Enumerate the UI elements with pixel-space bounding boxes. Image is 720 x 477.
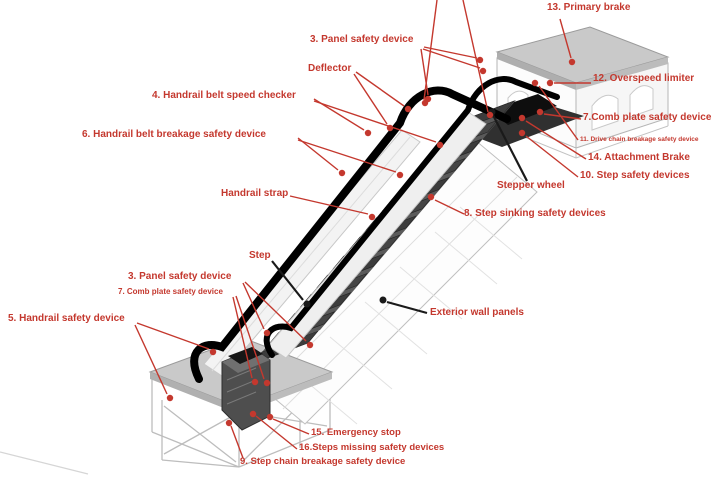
truss-exterior-wall <box>242 139 538 425</box>
leader-line-panel-safety-lower <box>242 282 265 330</box>
leader-line-top-edge <box>462 0 489 113</box>
leader-line-primary-brake <box>559 18 572 59</box>
leader-dot-panel-safety-top <box>479 67 487 75</box>
leader-dot-step-safety-devices <box>518 129 526 137</box>
leader-line-handrail-safety <box>136 322 210 350</box>
handrail-far <box>263 76 560 358</box>
floor-line <box>0 451 89 475</box>
leader-dot-handrail-belt-breakage <box>338 169 346 177</box>
lower-machine-block <box>221 347 271 431</box>
leader-line-handrail-speed-checker <box>313 100 437 143</box>
handrail-near <box>190 86 511 383</box>
leader-line-panel-safety-top <box>422 48 481 69</box>
leader-line-handrail-belt-breakage <box>297 139 397 173</box>
leader-line-comb-plate-lower <box>232 296 253 379</box>
leader-line-steps-missing <box>255 415 298 450</box>
lower-platform-frame <box>151 373 331 468</box>
leader-dot-step <box>303 300 311 308</box>
leader-line-emergency-stop <box>272 418 310 435</box>
leader-dot-handrail-speed-checker <box>436 141 444 149</box>
leader-line-deflector <box>353 73 388 125</box>
leader-dot-step-chain-breakage <box>225 419 233 427</box>
leader-dot-handrail-strap <box>368 213 376 221</box>
leader-dot-top-edge <box>421 99 429 107</box>
leader-dot-top-edge <box>486 111 494 119</box>
leader-dot-handrail-safety <box>209 348 217 356</box>
leader-dot-attachment-brake <box>518 114 526 122</box>
leader-dot-handrail-speed-checker <box>364 129 372 137</box>
leader-line-attachment-brake <box>525 120 587 160</box>
leader-line-handrail-belt-breakage <box>297 137 339 171</box>
leader-dot-steps-missing <box>249 410 257 418</box>
leader-dot-panel-safety-lower <box>263 329 271 337</box>
leader-line-step-sinking <box>434 199 465 215</box>
leader-line-step-chain-breakage <box>230 425 244 459</box>
leader-line-panel-safety-lower <box>244 281 307 342</box>
leader-line-stepper-wheel <box>492 114 528 182</box>
leader-line-top-edge <box>423 0 438 101</box>
leader-line-step-safety-devices <box>525 135 579 178</box>
leader-lines <box>134 0 591 459</box>
leader-dot-handrail-belt-breakage <box>396 171 404 179</box>
leader-line-handrail-strap <box>289 195 369 215</box>
leader-dot-primary-brake <box>568 58 576 66</box>
leader-line-step <box>271 260 304 301</box>
leader-line-comb-plate-right <box>543 113 582 120</box>
leader-dot-deflector <box>404 105 412 113</box>
leader-dot-comb-plate-right <box>536 108 544 116</box>
leader-dot-panel-safety-lower <box>306 341 314 349</box>
leader-line-drive-chain-breakage <box>538 85 579 141</box>
leader-dot-exterior-wall-panels <box>379 296 387 304</box>
leader-dot-emergency-stop <box>266 413 274 421</box>
leader-line-panel-safety-top <box>423 46 478 59</box>
leader-dot-handrail-safety <box>166 394 174 402</box>
leader-line-exterior-wall-panels <box>386 300 428 315</box>
leader-dot-comb-plate-lower <box>263 379 271 387</box>
leader-dot-drive-chain-breakage <box>531 79 539 87</box>
leader-dot-panel-safety-top <box>476 56 484 64</box>
leader-line-deflector <box>355 71 405 107</box>
leader-dot-comb-plate-lower <box>251 378 259 386</box>
leader-dot-overspeed-limiter <box>546 79 554 87</box>
leader-line-comb-plate-lower <box>235 295 265 380</box>
leader-dot-step-sinking <box>427 193 435 201</box>
leader-line-panel-safety-top <box>420 48 429 96</box>
leader-line-handrail-safety <box>134 324 168 395</box>
